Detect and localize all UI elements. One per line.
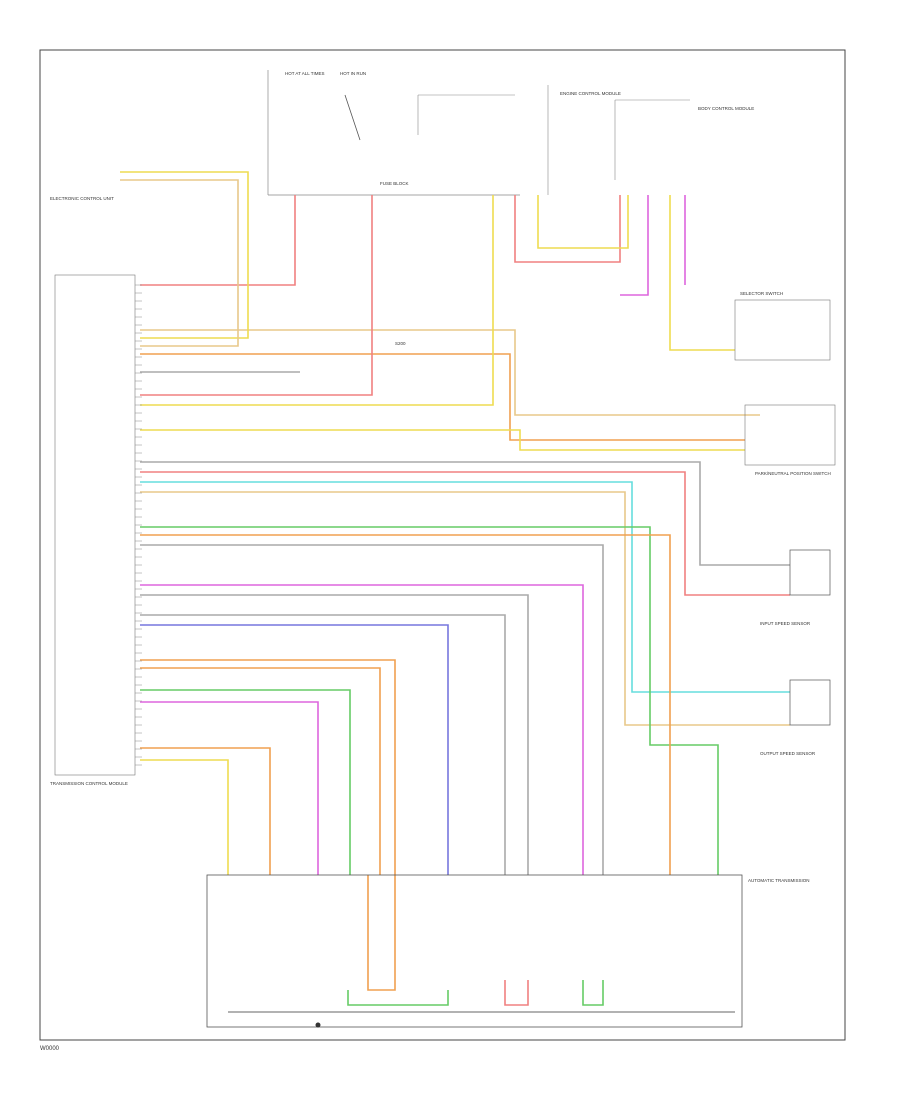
wire-16 [140,544,604,875]
left-sensor-label: ELECTRONIC CONTROL UNIT [50,196,114,201]
wire-1 [140,195,296,286]
wire-28 [514,195,621,263]
sensor-icon [789,549,831,596]
wire-15 [140,534,671,875]
fuse-label-b: HOT IN RUN [340,71,366,76]
wire-19 [140,614,506,875]
left-module-label: TRANSMISSION CONTROL MODULE [50,781,128,786]
wire-11 [140,471,790,596]
output-speed-sensor: OUTPUT SPEED SENSOR [760,679,831,756]
output-speed-label: OUTPUT SPEED SENSOR [760,751,816,756]
fuse-label-a: HOT AT ALL TIMES [285,71,325,76]
wire-23 [140,689,351,875]
wire-group [120,171,790,1006]
wire-4 [120,179,239,347]
wire-30 [669,195,735,351]
range-switch-label: PARK/NEUTRAL POSITION SWITCH [755,471,831,476]
wire-12 [140,481,790,693]
wire-8 [140,195,494,406]
wire-3 [120,171,249,339]
trans-assembly-label: AUTOMATIC TRANSMISSION [748,878,810,883]
top-center-label: FUSE BLOCK [380,181,409,186]
selector-switch: SELECTOR SWITCH [734,291,831,361]
bcm-label: BODY CONTROL MODULE [698,106,754,111]
wire-9 [140,429,745,451]
wire-5 [140,353,745,441]
wire-18 [140,594,529,875]
wire-27 [620,195,649,296]
top-fuse-block: HOT AT ALL TIMES HOT IN RUN FUSE BLOCK E… [267,70,754,196]
wire-22 [140,667,381,875]
left-module: TRANSMISSION CONTROL MODULE ELECTRONIC C… [50,196,136,786]
wire-26 [140,759,229,875]
selector-switch-label: SELECTOR SWITCH [740,291,783,296]
wire-25 [140,747,271,875]
wire-34 [582,980,604,1006]
wire-29 [537,195,629,249]
input-speed-sensor: INPUT SPEED SENSOR [760,549,831,626]
wire-32 [347,990,449,1006]
wire-2 [140,329,760,416]
wire-7 [140,195,373,396]
wire-33 [504,980,529,1006]
input-speed-label: INPUT SPEED SENSOR [760,621,811,626]
wire-21 [140,659,396,991]
sensor-icon [789,679,831,726]
ground-icon [315,1022,321,1028]
wire-17 [140,584,584,875]
wire-14 [140,526,719,875]
footer-code: W0000 [40,1046,60,1052]
range-switch: PARK/NEUTRAL POSITION SWITCH [744,404,836,476]
diagram-frame [39,49,846,1041]
wire-24 [140,701,319,875]
wire-13 [140,491,790,726]
ecm-label: ENGINE CONTROL MODULE [560,91,621,96]
splice-center-label: S200 [395,341,406,346]
wire-10 [140,461,790,566]
transmission-assembly: AUTOMATIC TRANSMISSION [206,874,810,1028]
switch-icon [344,94,361,141]
wire-20 [140,624,449,875]
